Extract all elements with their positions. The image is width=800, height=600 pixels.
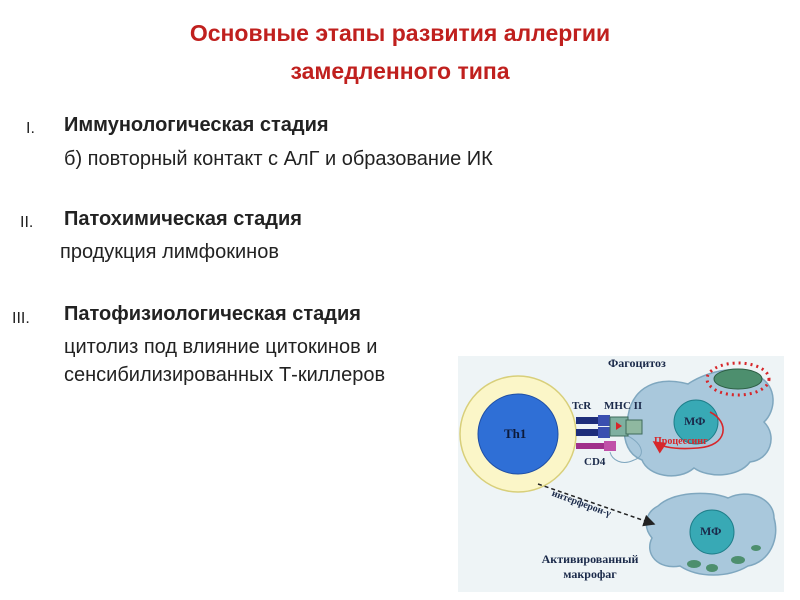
stage-3-line-2: сенсибилизированных Т-киллеров: [64, 364, 386, 386]
label-activated-macrophage: Активированный макрофаг: [520, 552, 660, 582]
stage-3-heading: Патофизиологическая стадия: [64, 303, 361, 325]
stage-3-description: цитолиз под влияние цитокинов и сенсибил…: [64, 333, 385, 389]
label-th1: Th1: [504, 426, 527, 441]
label-processing: Процессинг: [654, 436, 708, 447]
stage-2-line-1: продукция лимфокинов: [60, 241, 279, 263]
stage-1-numeral: I.: [26, 120, 35, 137]
diagram-graphic: [459, 361, 777, 576]
stage-1-description: б) повторный контакт с АлГ и образование…: [64, 145, 493, 173]
th1-cell-core: [477, 393, 559, 475]
label-cd4: CD4: [584, 456, 606, 468]
label-activated-line-1: Активированный: [541, 552, 639, 566]
stage-3-numeral: III.: [12, 310, 30, 327]
title-line-1: Основные этапы развития аллергии: [189, 20, 611, 46]
engulfed-bacterium: [713, 368, 763, 390]
label-activated-line-2: макрофаг: [563, 567, 617, 581]
stage-2-heading: Патохимическая стадия: [64, 208, 302, 230]
dth-diagram: Фагоцитоз Th1 TcR MHC II CD4 МФ Процесси…: [458, 356, 784, 592]
stage-1-heading: Иммунологическая стадия: [64, 114, 329, 136]
label-fagocitoz: Фагоцитоз: [608, 356, 666, 370]
stage-2-numeral: II.: [20, 214, 34, 231]
stage-1-line-1: б) повторный контакт с АлГ и образование…: [64, 148, 493, 170]
processing-arrow: [652, 411, 724, 454]
title-line-2: замедленного типа: [290, 58, 510, 84]
stage-3-line-1: цитолиз под влияние цитокинов и: [64, 336, 378, 358]
label-mhc: MHC II: [604, 400, 643, 412]
stage-2-description: продукция лимфокинов: [60, 238, 279, 266]
label-mf-bottom: МФ: [700, 524, 722, 538]
slide-title: Основные этапы развития аллергии замедле…: [0, 14, 800, 90]
macrophage-bottom-nucleus: [689, 509, 735, 555]
label-mf-top: МФ: [684, 414, 706, 428]
macrophage-top-nucleus: [673, 399, 719, 445]
label-tcr: TcR: [572, 400, 592, 412]
